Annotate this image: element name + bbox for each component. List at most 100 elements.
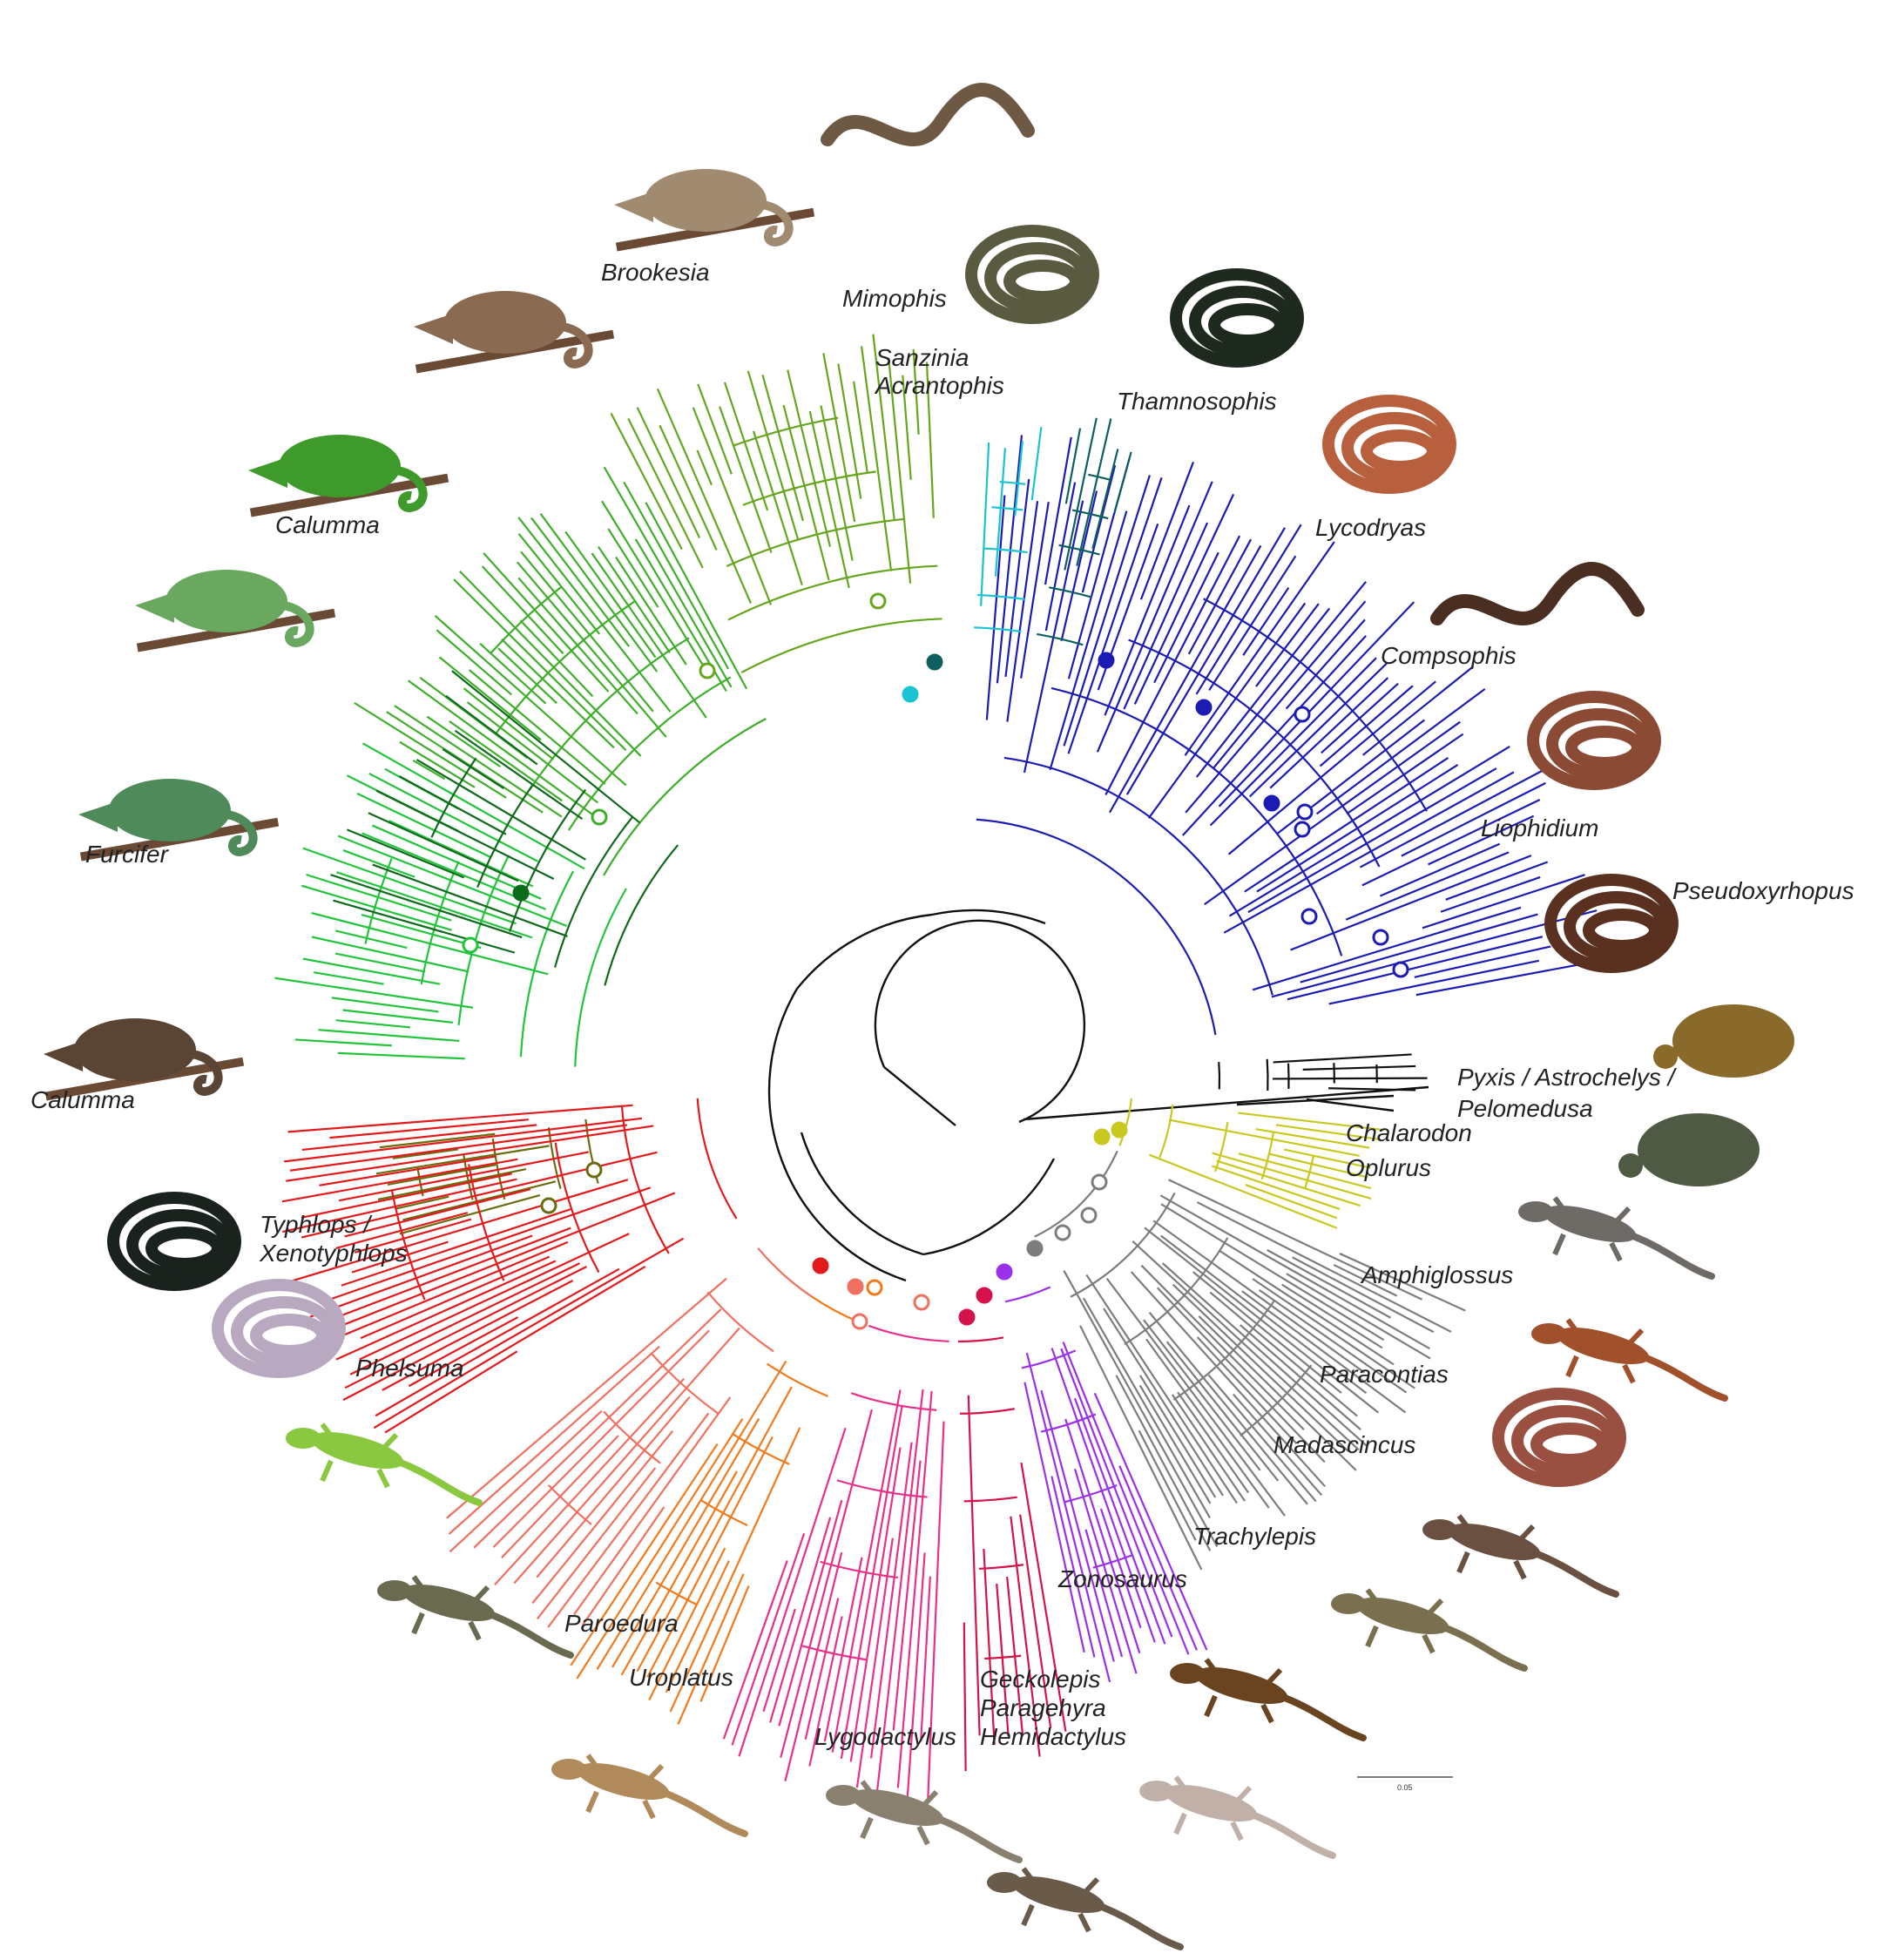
label-lycodryas: Lycodryas [1315,514,1426,541]
label-pyxis: Pyxis / Astrochelys / [1457,1064,1678,1091]
node-filled [1112,1123,1126,1137]
tip-branch [303,848,517,924]
tip-branch [678,1574,743,1725]
tip-branch [1064,1271,1217,1547]
boa-icon [971,231,1093,318]
clade-subarc [734,418,839,446]
node-filled [903,687,917,701]
tip-branch [854,382,868,472]
tip-branch [290,1125,627,1170]
node-open [700,664,714,678]
clade-subarc [1000,482,1025,484]
node-open [1082,1208,1096,1222]
clade-arc [1005,1288,1050,1302]
tip-branch [1321,684,1398,754]
node-open [1295,822,1309,836]
turtle-split [1237,1096,1394,1111]
tip-branch [1300,915,1538,983]
clade-subarc [510,790,585,932]
tip-branch [1032,427,1042,500]
tip-branch [624,482,728,668]
lygodactylus-gecko-icon [826,1781,1019,1860]
tip-branch [964,1623,966,1772]
label-pseudoxyrhopus: Pseudoxyrhopus [1672,877,1854,904]
tip-branch [1273,1078,1428,1079]
tip-branch [409,680,602,821]
tip-branch [548,1413,708,1627]
tip-branch [638,408,700,538]
tip-branch [719,407,771,553]
tip-branch [1256,604,1319,686]
calumma-green-icon [135,570,335,652]
tip-branch [1139,1430,1196,1540]
garter-snake-icon [1176,274,1298,362]
tip-branch [447,1279,726,1518]
clade-lamprophiids [976,435,1597,1034]
tip-branch [739,1428,845,1756]
tip-branch [784,405,829,580]
tip-branch [1015,441,1023,516]
tip-branch [1119,1466,1197,1651]
clade-arc [741,618,942,672]
tip-branch [1273,1054,1412,1062]
amphiglossus-skink-icon [1531,1320,1725,1398]
label-paracontias: Paracontias [1320,1361,1449,1388]
label-thamnosophis: Thamnosophis [1117,388,1277,415]
clade-arc [976,820,1216,1035]
tip-branch [521,620,593,696]
label-pelomedusa: Pelomedusa [1457,1095,1593,1122]
tip-branch [1092,449,1118,549]
node-open [1295,707,1309,721]
tip-branch [427,717,500,767]
tip-branch [608,529,658,607]
tip-branch [762,375,802,521]
tip-branch [577,1419,742,1679]
node-open [463,938,477,952]
clade-boas-cyan [974,427,1041,632]
clade-arc [1035,1151,1118,1236]
tip-branch [833,1389,901,1752]
clade-arc [868,1326,949,1342]
tip-branch [1114,452,1131,513]
label-liophidium: Liophidium [1481,814,1598,841]
tip-branch [838,364,861,499]
clade-arc [1037,634,1083,645]
tip-branch [440,657,541,740]
green-chameleon-icon [248,435,449,517]
clade-subarc [521,871,573,1057]
horned-chameleon-icon [414,291,614,373]
clade-arc [758,1248,812,1297]
tip-branch [319,1030,460,1041]
node-open [1092,1175,1106,1189]
tip-branch [1246,1185,1337,1218]
tip-branch [395,1197,449,1209]
node-filled [977,1288,991,1302]
node-filled [1095,1130,1109,1144]
node-open [1056,1226,1070,1240]
root-branch [884,1067,956,1125]
tip-branch [1045,437,1071,585]
tip-branch [1242,1291,1406,1412]
node-open [587,1163,601,1177]
tip-branch [335,954,425,972]
node-filled [960,1310,974,1324]
clade-oplurus [1119,1098,1384,1228]
clade-subarc [569,677,731,830]
tip-branch [724,1560,787,1739]
node-open [1374,930,1388,944]
compsophis-snake-icon [1437,569,1638,618]
gecko-arc [801,1132,923,1254]
label-phelsuma: Phelsuma [355,1355,464,1382]
tip-branch [611,413,681,549]
lizard-arc [769,989,906,1281]
node-filled [1028,1241,1042,1255]
clade-cham-light [275,743,626,1066]
zonosaurus-lizard-icon [1170,1659,1363,1738]
clade-subarc [767,1364,828,1396]
label-paragehyra: Paragehyra [980,1694,1106,1721]
label-lygodactylus: Lygodactylus [814,1723,956,1750]
tip-branch [753,431,802,585]
clade-arc [698,1098,737,1219]
clade-subarc [490,586,562,653]
